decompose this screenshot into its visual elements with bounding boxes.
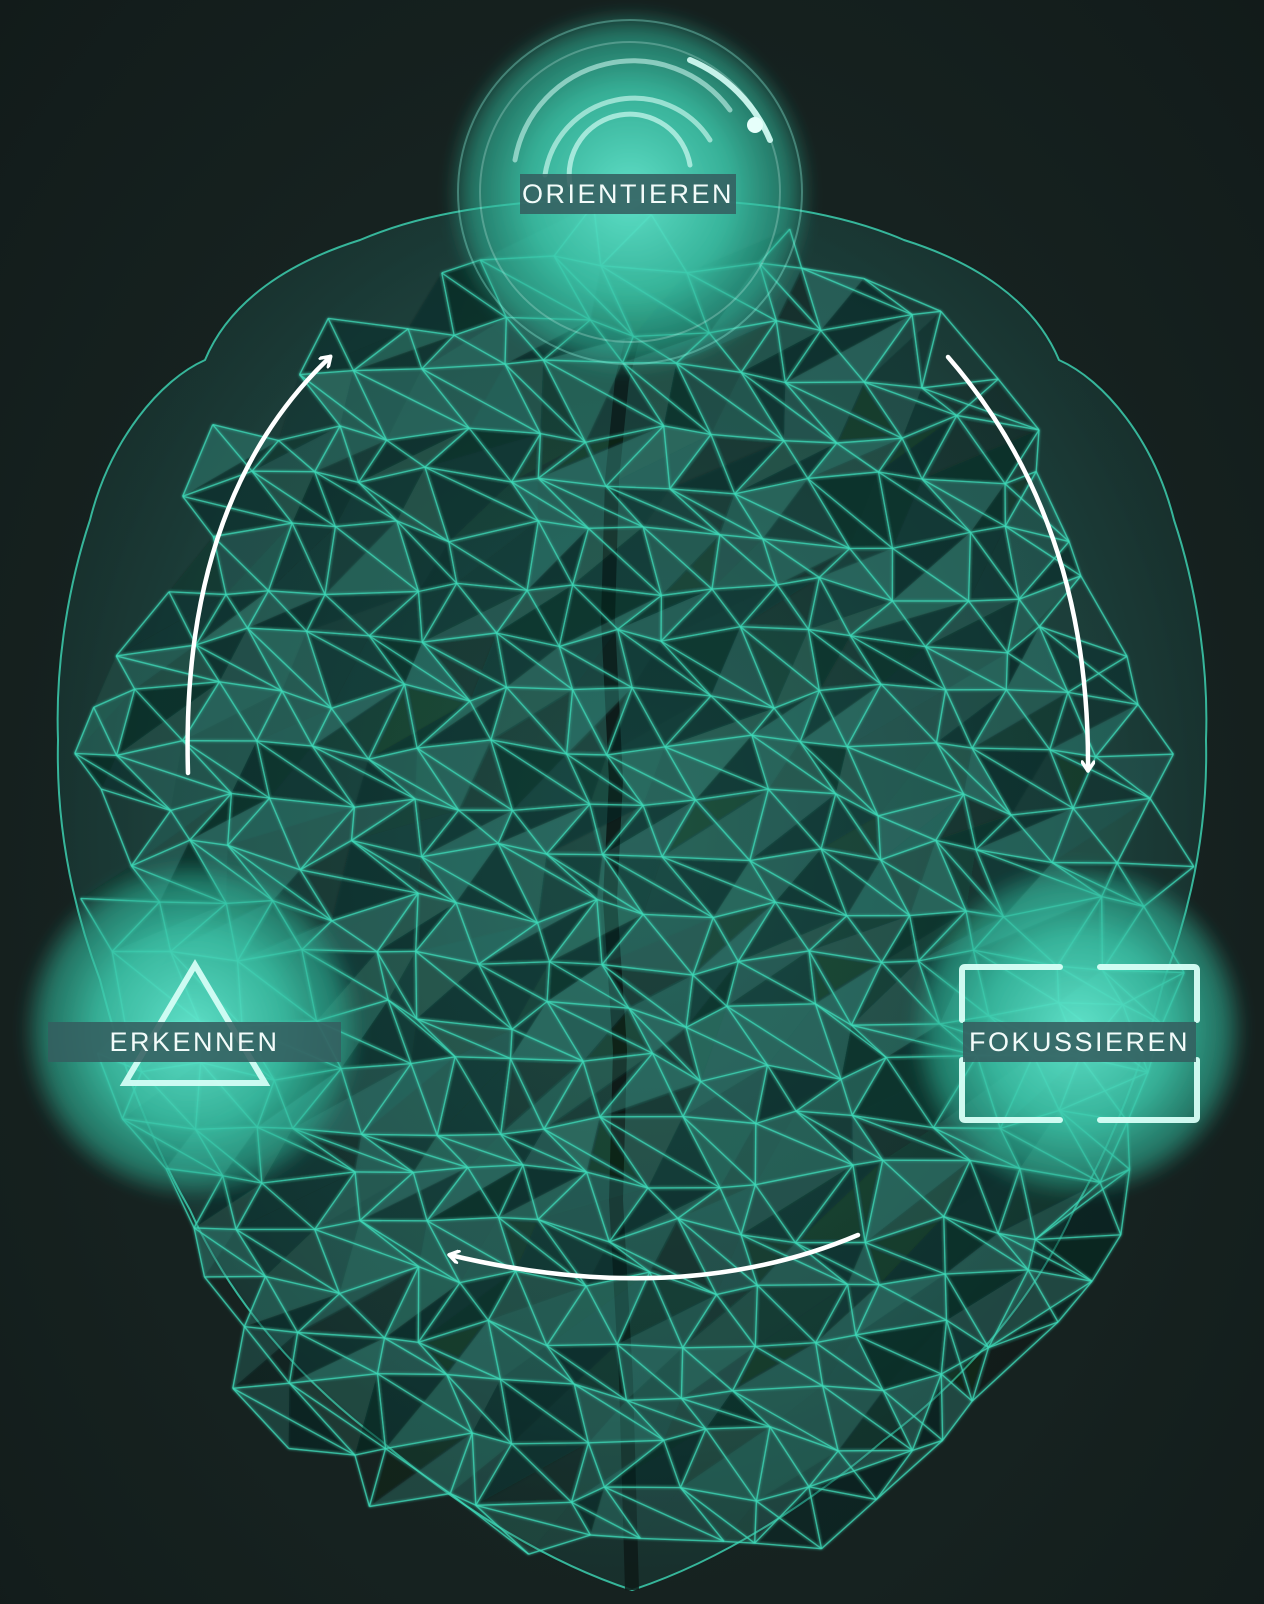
mesh-edge [355,1455,370,1506]
mesh-edge [757,1284,847,1285]
mesh-edge [252,471,315,472]
mesh-edge [567,754,607,755]
mesh-edge [377,951,416,952]
node-label-orientieren: ORIENTIEREN [520,174,736,214]
mesh-edge [512,1443,589,1444]
node-label-erkennen: ERKENNEN [48,1022,341,1062]
mesh-edge [755,1124,756,1185]
mesh-edge [378,1374,447,1375]
mesh-edge [785,382,864,383]
mesh-edge [205,1276,266,1277]
mesh-edge [547,854,603,855]
mesh-edge [604,1487,680,1488]
mesh-edge [416,951,417,1019]
node-label-fokussieren: FOKUSSIEREN [963,1022,1196,1062]
mesh-edge [355,1172,413,1173]
